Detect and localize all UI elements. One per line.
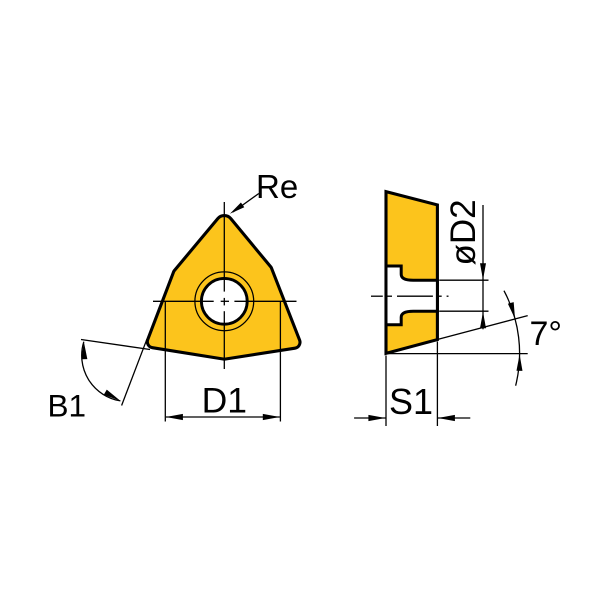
svg-text:7°: 7° (530, 315, 563, 353)
svg-text:øD2: øD2 (444, 199, 483, 265)
svg-text:S1: S1 (389, 381, 433, 422)
svg-text:D1: D1 (202, 381, 247, 421)
svg-text:Re: Re (256, 168, 298, 205)
svg-text:B1: B1 (48, 388, 87, 424)
